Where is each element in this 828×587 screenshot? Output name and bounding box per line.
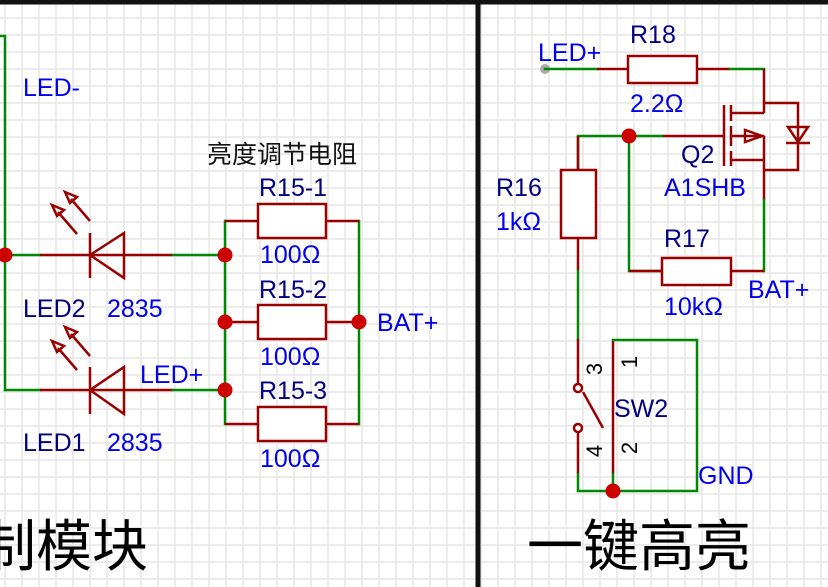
junction-dot (0, 247, 13, 263)
wire-gate-node[interactable] (576, 134, 664, 172)
left-section: LED- LED2 2835 LED1 2835 (0, 34, 438, 580)
body (256, 405, 328, 443)
r16-ref: R16 (496, 174, 542, 202)
net-label-led-plus-right: LED+ (538, 39, 601, 67)
net-label-led-plus: LED+ (140, 361, 203, 389)
mosfet-q2[interactable] (662, 69, 811, 200)
body (256, 202, 328, 240)
body (559, 168, 598, 240)
r18-ref: R18 (630, 21, 676, 49)
resistor-r15-1[interactable] (225, 202, 359, 240)
body (256, 303, 328, 341)
led1-ref: LED1 (23, 429, 86, 457)
led2-light-arrow (57, 211, 78, 235)
r17-value: 10kΩ (664, 293, 723, 321)
net-label-led-minus: LED- (23, 74, 80, 102)
led1[interactable] (3, 324, 227, 417)
led1-light-arrow (57, 347, 78, 371)
led1-arrow-head (62, 324, 80, 341)
led1-value: 2835 (107, 429, 163, 457)
led2-ref: LED2 (23, 295, 86, 323)
wire-gnd-loop[interactable] (576, 338, 699, 493)
right-section: LED+ R18 2.2Ω Q2 A1SHB (496, 21, 811, 580)
body (626, 54, 699, 85)
wire-led-minus-bus[interactable] (0, 34, 7, 392)
r15-3-value: 100Ω (260, 445, 320, 473)
led1-arrow-head (49, 338, 67, 355)
resistor-r17[interactable] (629, 256, 764, 287)
left-section-title-partial: 制模块 (0, 515, 148, 580)
net-label-bat-plus-right: BAT+ (748, 276, 809, 304)
sw2-pin-4: 4 (582, 445, 607, 457)
junction-dot (351, 314, 367, 330)
right-section-title: 一键高亮 (527, 515, 751, 580)
q2-ref: Q2 (681, 141, 714, 169)
junction-dot (605, 483, 621, 499)
junction-dot (217, 382, 233, 398)
led2-triangle (87, 230, 126, 281)
body-diode-leads (764, 101, 800, 172)
led2-arrow-head (62, 189, 80, 206)
junction-dot (621, 128, 637, 144)
q2-value: A1SHB (664, 174, 746, 202)
r18-value: 2.2Ω (630, 90, 683, 118)
sw2-pin-3: 3 (582, 363, 607, 375)
led2-arrow-head (49, 202, 67, 219)
r15-3-ref: R15-3 (259, 377, 327, 405)
body-diode-triangle (785, 125, 811, 145)
brightness-resistor-note: 亮度调节电阻 (207, 140, 357, 169)
net-label-gnd: GND (698, 462, 754, 490)
contact (572, 422, 584, 434)
r16-value: 1kΩ (496, 208, 541, 236)
net-label-bat-plus: BAT+ (377, 309, 438, 337)
sw2-ref: SW2 (614, 395, 668, 423)
lever (581, 391, 605, 429)
switch-sw2[interactable] (572, 339, 615, 474)
junction-dot (217, 247, 233, 263)
title-partial-glyph: 制 (0, 515, 36, 580)
body (660, 256, 733, 287)
led2[interactable] (3, 189, 227, 281)
resistor-r15-2[interactable] (225, 303, 359, 341)
r15-2-ref: R15-2 (259, 276, 327, 304)
title-fragment: 模块 (36, 515, 148, 580)
contact (572, 382, 584, 394)
led1-triangle (87, 364, 126, 417)
resistor-r15-3[interactable] (225, 405, 359, 443)
sw2-pin-1: 1 (617, 356, 642, 368)
led1-light-arrow (70, 333, 91, 357)
junction-dot (217, 314, 233, 330)
led2-value: 2835 (107, 295, 163, 323)
resistor-r16[interactable] (559, 136, 598, 270)
led2-light-arrow (70, 198, 91, 222)
resistor-r18[interactable] (597, 54, 730, 85)
r15-2-value: 100Ω (260, 343, 320, 371)
body-arrow (743, 128, 766, 144)
r17-ref: R17 (664, 225, 710, 253)
r15-1-ref: R15-1 (259, 174, 327, 202)
r15-1-value: 100Ω (260, 241, 320, 269)
sw2-pin-2: 2 (617, 442, 642, 454)
